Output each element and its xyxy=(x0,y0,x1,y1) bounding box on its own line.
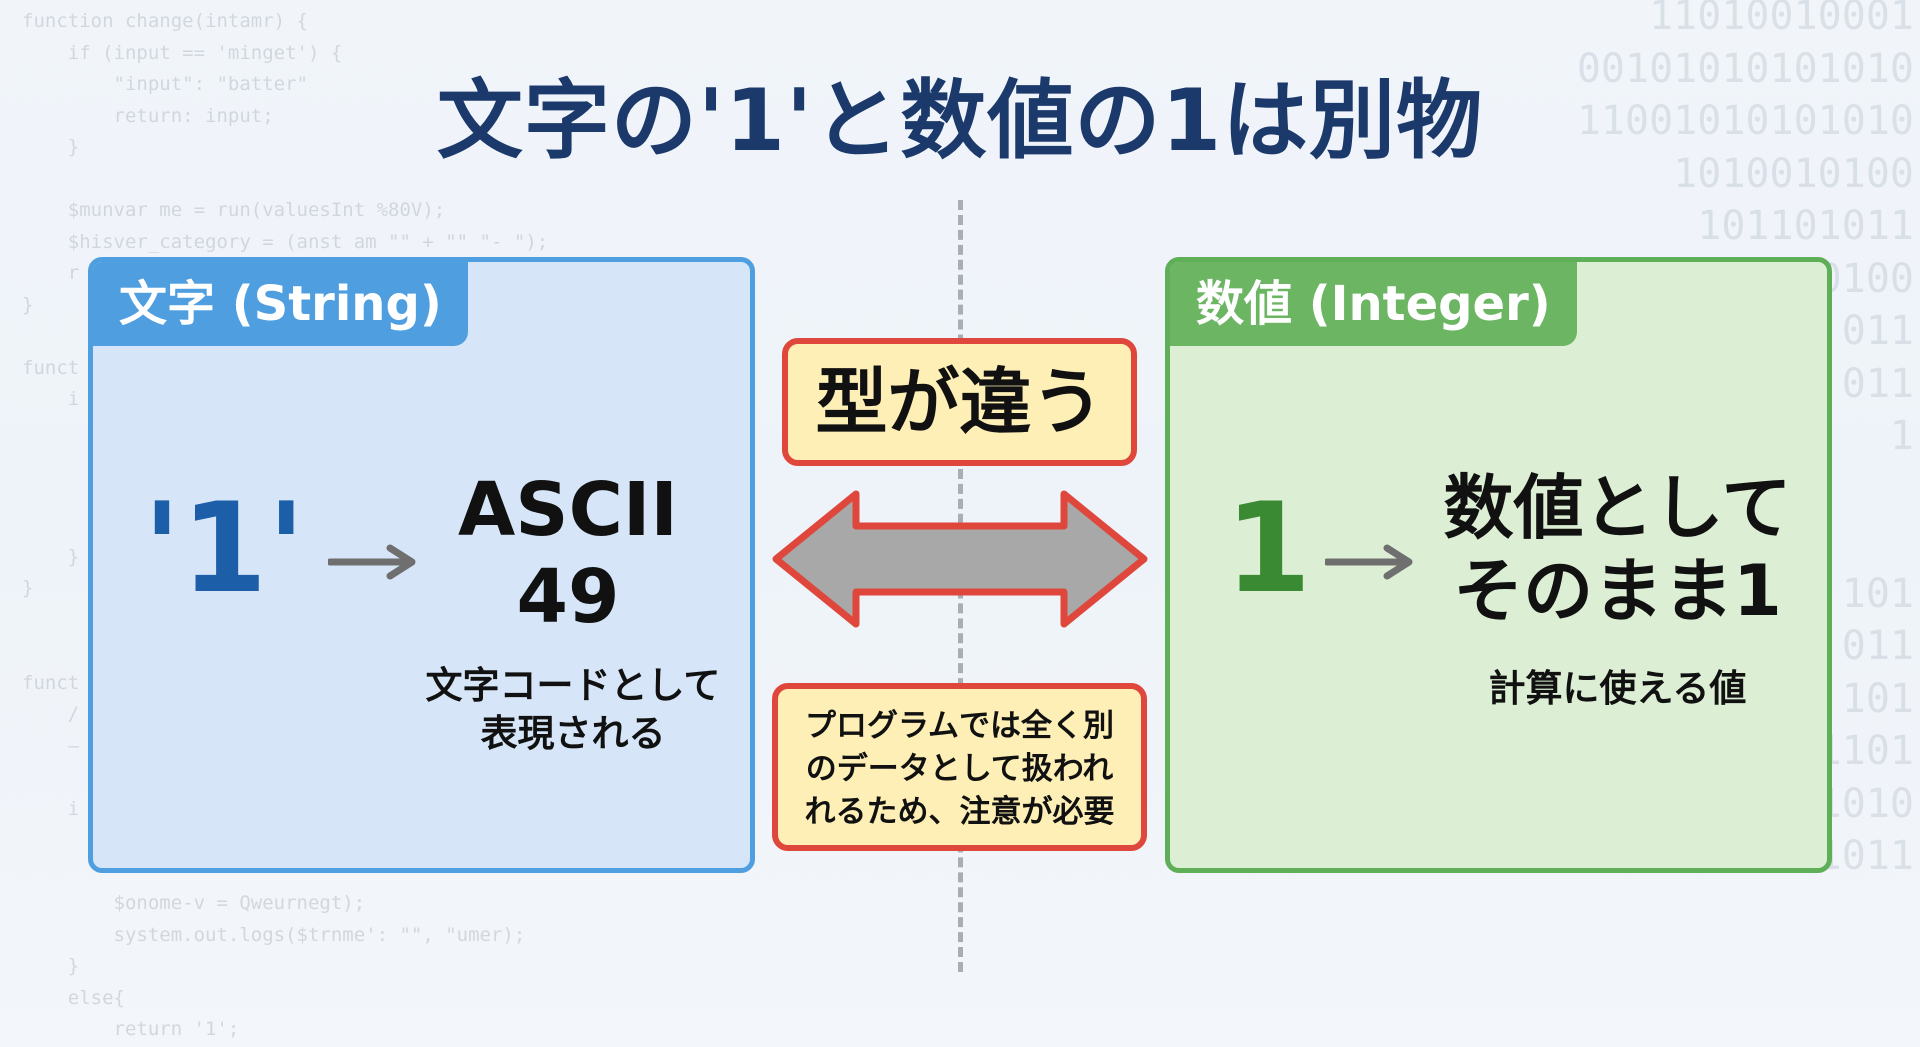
integer-result-note: 計算に使える値 xyxy=(1488,667,1747,710)
integer-panel: 数値 (Integer) 1 数値として そのまま1 計算に使える値 xyxy=(1165,257,1832,873)
integer-value: 1 xyxy=(1225,477,1312,621)
string-result-note: 文字コードとして 表現される xyxy=(425,664,721,756)
string-panel-tab: 文字 (String) xyxy=(93,262,468,346)
integer-panel-tab: 数値 (Integer) xyxy=(1170,262,1577,346)
integer-result: 数値として そのまま1 xyxy=(1443,467,1792,632)
double-arrow-icon xyxy=(772,490,1148,628)
caution-note: プログラムでは全く別 のデータとして扱われ れるため、注意が必要 xyxy=(772,683,1147,851)
background-code: function change(intamr) { if (input == '… xyxy=(22,10,549,1040)
string-panel: 文字 (String) '1' ASCII 49 文字コードとして 表現される xyxy=(88,257,755,873)
page-title: 文字の'1'と数値の1は別物 xyxy=(436,71,1484,171)
string-value: '1' xyxy=(143,477,306,621)
string-arrow-icon xyxy=(328,544,416,580)
integer-arrow-icon xyxy=(1325,544,1413,580)
string-result: ASCII 49 xyxy=(458,467,678,641)
type-difference-badge: 型が違う xyxy=(782,338,1137,466)
